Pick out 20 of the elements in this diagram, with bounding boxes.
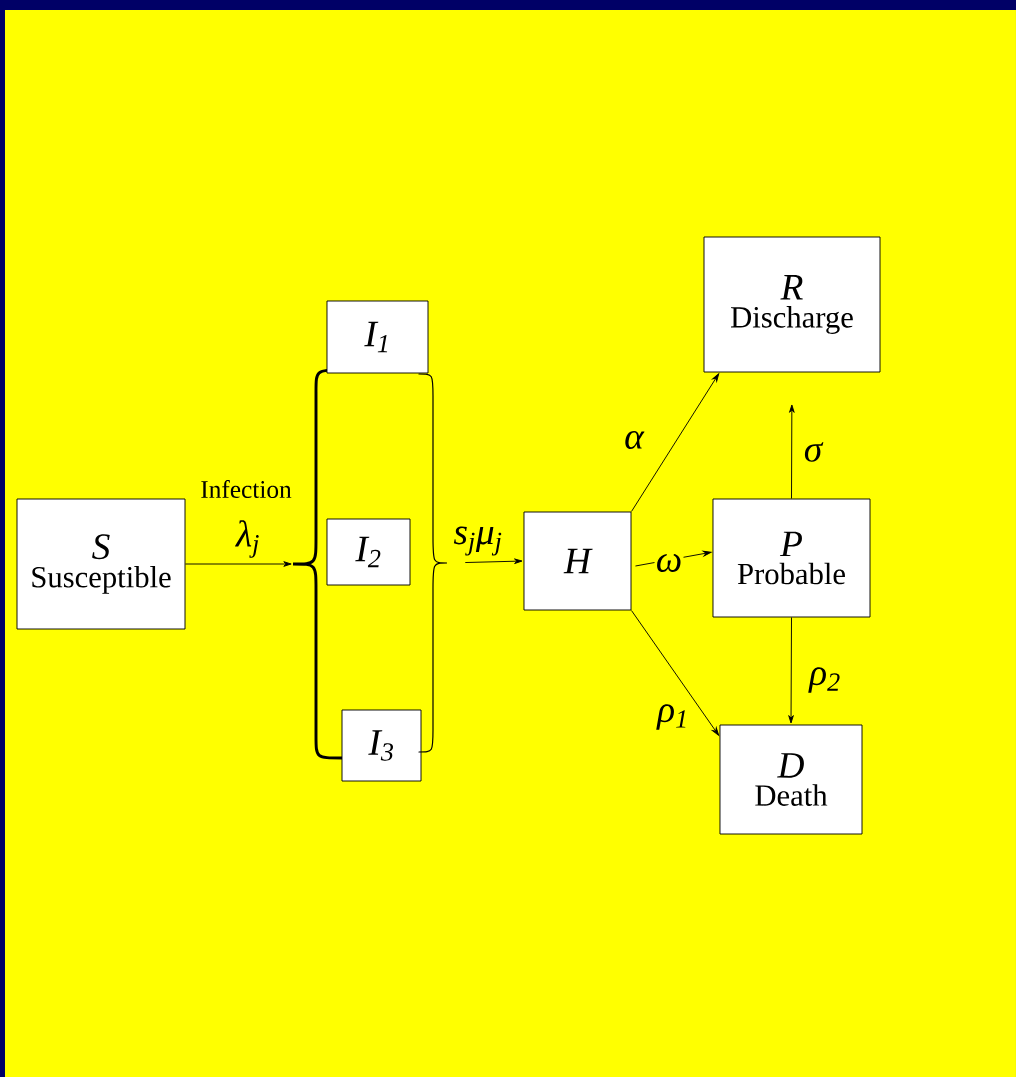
rate-label: Infection [201, 479, 292, 499]
state-box: I$_{3}$ [341, 709, 422, 782]
edge-label: σ [802, 440, 824, 464]
edge-label: ω [654, 552, 684, 574]
arrow [631, 373, 720, 512]
state-box: D Death [719, 724, 863, 835]
state-box: H [523, 511, 632, 611]
state-box: I$_{1}$ [326, 300, 429, 374]
arrow [185, 561, 292, 567]
state-box: P Probable [712, 498, 871, 618]
arrow [464, 558, 523, 565]
edge-label: s$_{j}$μ$_{j}$ [452, 525, 504, 557]
arrow [631, 610, 720, 736]
state-box: S Susceptible [16, 498, 186, 630]
arrow [788, 617, 794, 724]
curly-brace [291, 368, 344, 760]
state-box: I$_{2}$ [326, 518, 411, 586]
state-box: R Discharge [703, 236, 881, 373]
curly-brace [418, 373, 448, 753]
arrow [789, 404, 795, 499]
